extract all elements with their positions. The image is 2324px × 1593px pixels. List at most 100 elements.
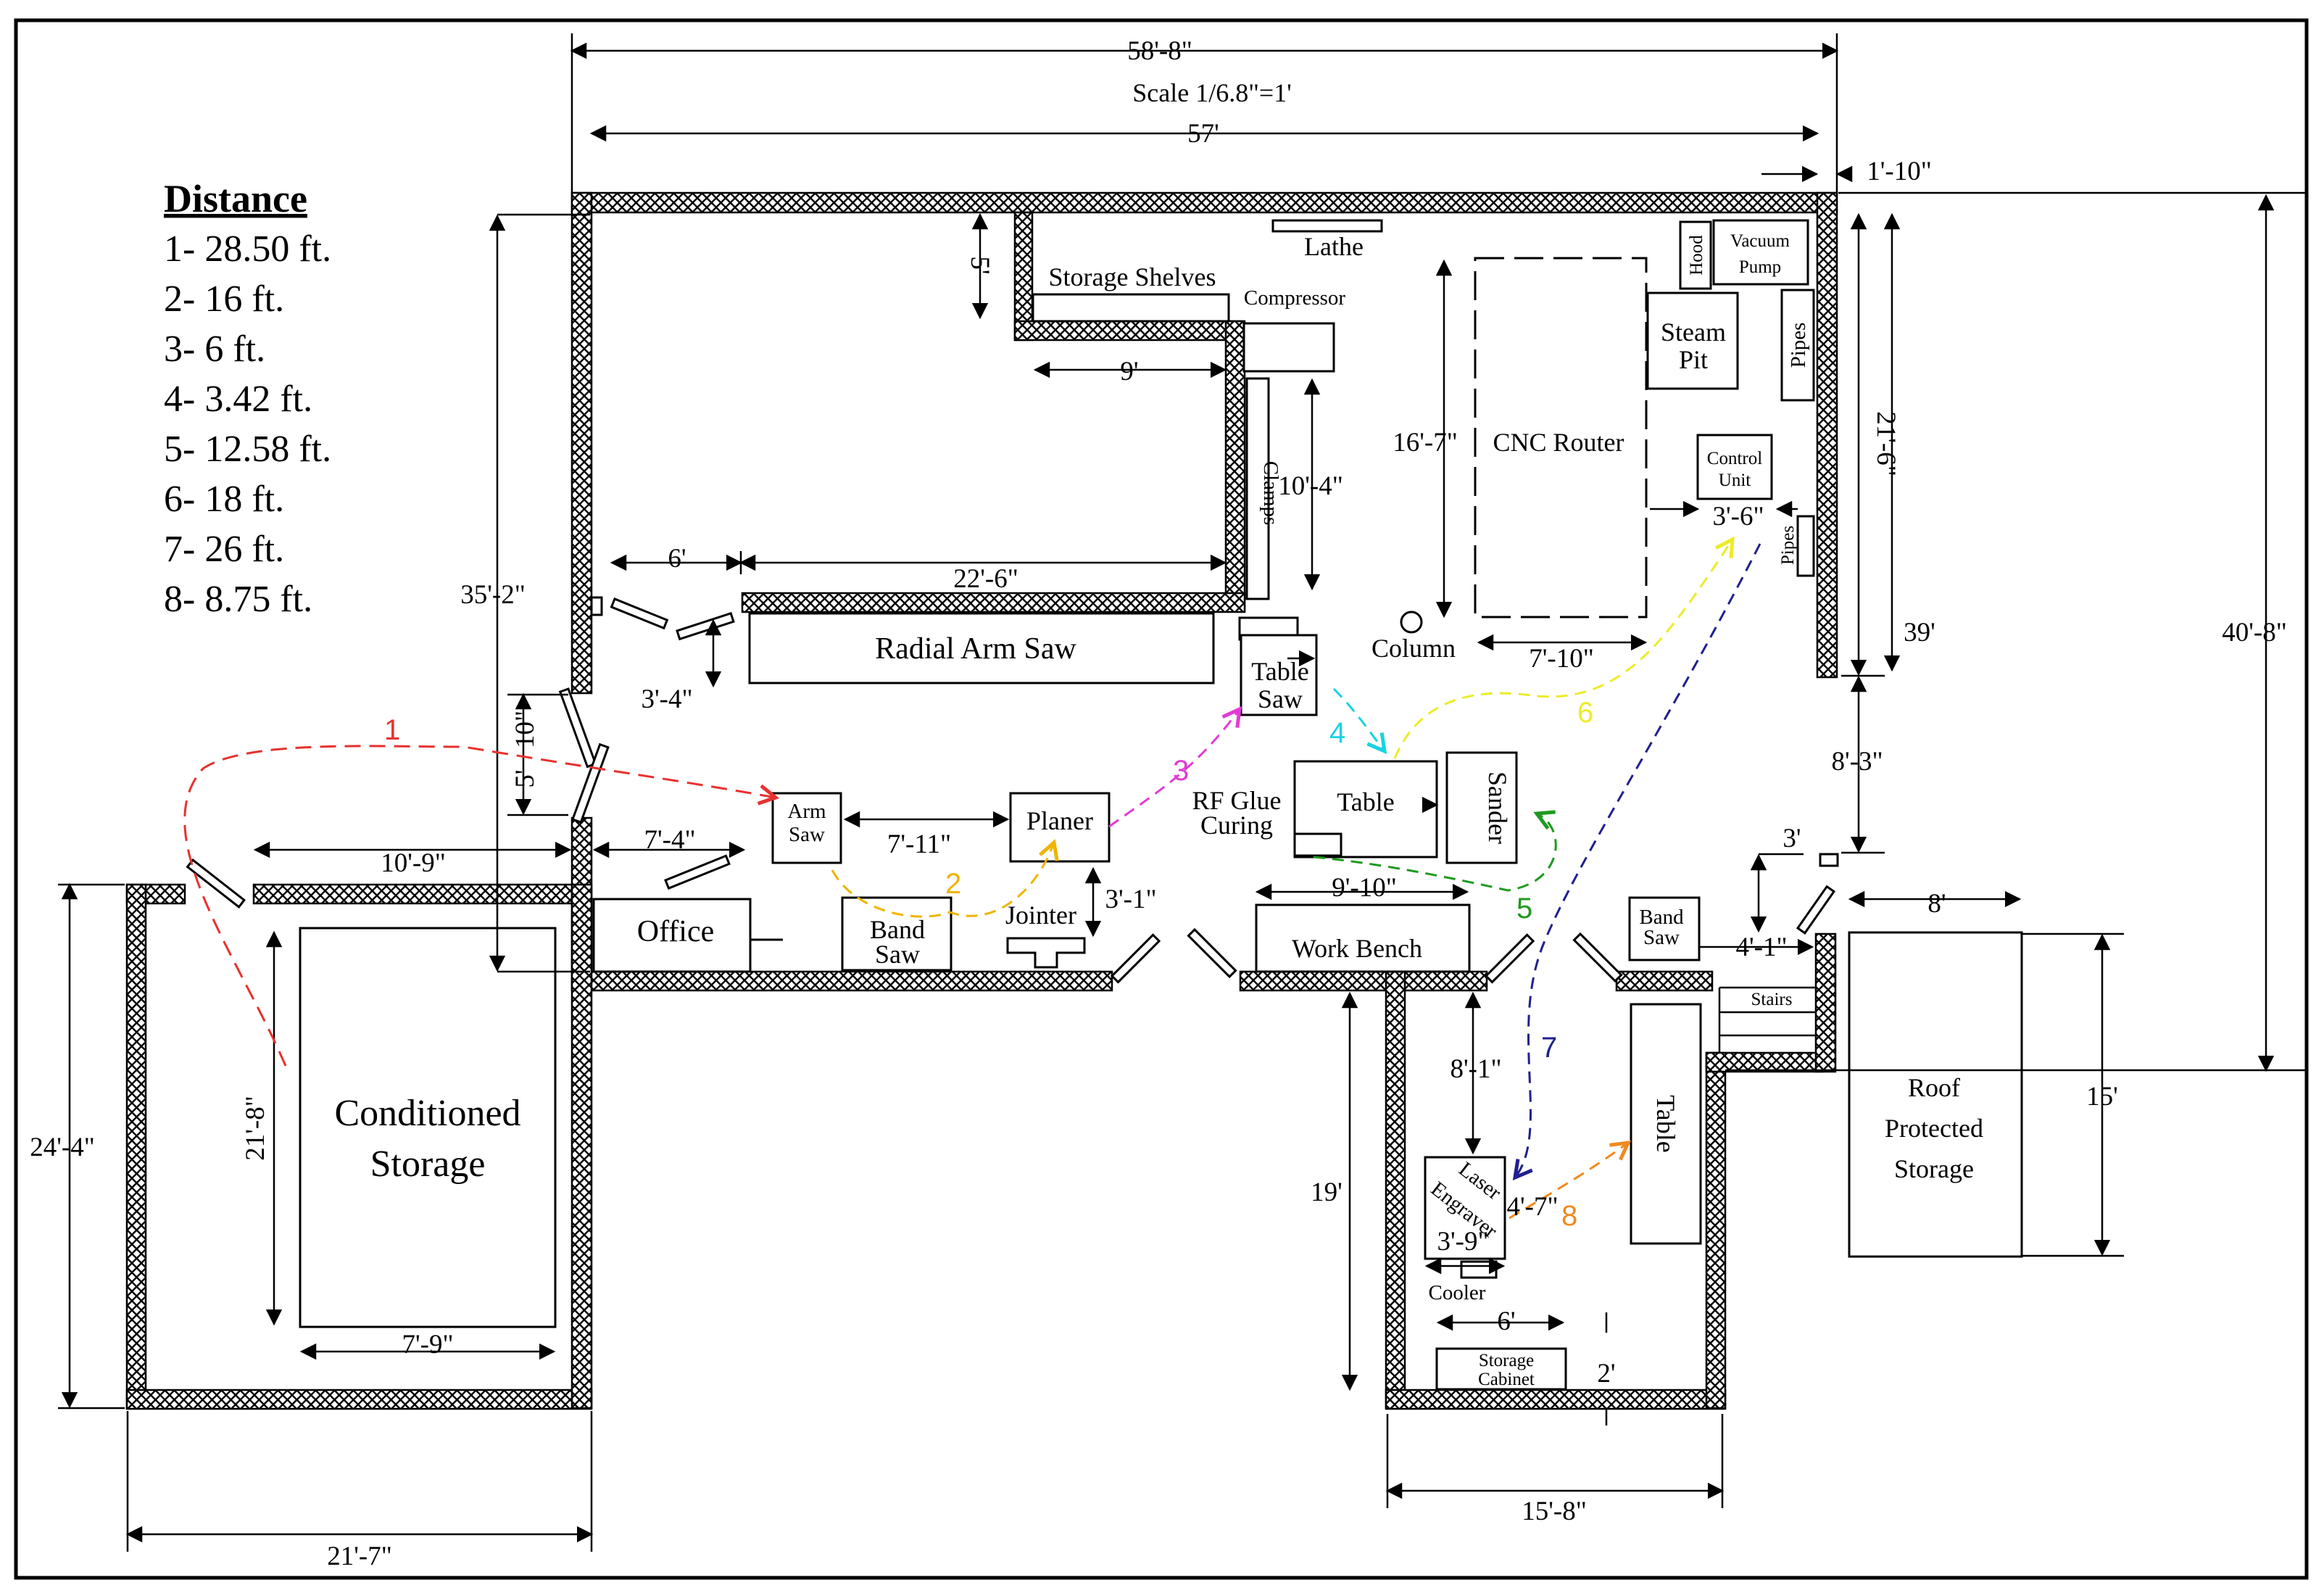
dim-label: 8'-1" xyxy=(1450,1054,1501,1084)
rf-glue-curing-label: RF Glue xyxy=(1192,786,1281,815)
band-saw-right-label: Saw xyxy=(1643,926,1680,949)
stairs-label: Stairs xyxy=(1751,990,1793,1009)
cnc-router-label: CNC Router xyxy=(1493,428,1624,457)
room-roof-storage: Storage xyxy=(1894,1154,1974,1183)
dim-label: 5' xyxy=(965,256,995,274)
dim-label: 4'-1" xyxy=(1735,932,1787,962)
room-conditioned-storage: Conditioned xyxy=(334,1093,520,1134)
dim-label: 22'-6" xyxy=(953,564,1018,594)
path-number-5: 5 xyxy=(1516,893,1532,924)
storage-cabinet-label: Cabinet xyxy=(1478,1370,1535,1389)
dim-label: 16'-7" xyxy=(1393,428,1458,458)
room-roof-storage: Roof xyxy=(1908,1073,1960,1102)
dim-label: 3'-6" xyxy=(1712,502,1764,531)
dim-label: 6' xyxy=(668,544,686,574)
dimension-labels: 1'-10" 5' 9' 10'-4" 16'-7" 21'-6" 3'-6" … xyxy=(30,157,2287,1571)
path-number-3: 3 xyxy=(1173,755,1189,787)
radial-arm-saw-label: Radial Arm Saw xyxy=(875,632,1076,666)
room-office: Office xyxy=(637,915,715,948)
dim-label: 3' xyxy=(1783,824,1801,853)
storage-cabinet-label: Storage xyxy=(1479,1351,1534,1370)
legend: Distance 1- 28.50 ft. 2- 16 ft. 3- 6 ft.… xyxy=(164,177,331,620)
jointer-label: Jointer xyxy=(1005,901,1076,930)
band-saw-right-label: Band xyxy=(1639,906,1684,929)
table-saw-label: Saw xyxy=(1258,684,1303,713)
planer-label: Planer xyxy=(1026,806,1093,835)
legend-title: Distance xyxy=(164,177,307,220)
dim-label: 8' xyxy=(1927,889,1946,919)
legend-item: 4- 3.42 ft. xyxy=(164,378,312,420)
band-saw-label: Saw xyxy=(875,940,920,969)
pipes-label: Pipes xyxy=(1778,526,1798,565)
table-saw-label: Table xyxy=(1251,657,1308,686)
compressor-label: Compressor xyxy=(1244,286,1346,310)
legend-item: 7- 26 ft. xyxy=(164,529,284,570)
dim-label: 9'-10" xyxy=(1332,873,1397,903)
dim-label: 1'-10" xyxy=(1867,157,1932,186)
legend-item: 2- 16 ft. xyxy=(164,278,284,320)
path-number-8: 8 xyxy=(1561,1200,1577,1232)
arm-saw-label: Saw xyxy=(789,823,825,846)
path-number-2: 2 xyxy=(945,868,961,900)
dim-label: 19' xyxy=(1311,1178,1342,1207)
table-label: Table xyxy=(1337,787,1394,816)
room-roof-storage: Protected xyxy=(1885,1114,1983,1143)
dim-label: 21'-8" xyxy=(241,1096,270,1161)
rf-glue-curing-label: Curing xyxy=(1200,811,1273,840)
column-symbol xyxy=(1400,611,1423,634)
dim-label: 10'-4" xyxy=(1278,471,1343,501)
dim-label: 3'-1" xyxy=(1105,885,1156,914)
room-labels: Conditioned Storage Office Roof Protecte… xyxy=(334,915,1983,1185)
legend-item: 3- 6 ft. xyxy=(164,328,265,370)
cooler-label: Cooler xyxy=(1429,1281,1486,1304)
dim-label: 5' xyxy=(510,769,540,787)
walls xyxy=(125,191,1838,1410)
dim-label: 3'-9" xyxy=(1437,1227,1488,1257)
path-number-1: 1 xyxy=(384,714,400,746)
sander-label: Sander xyxy=(1483,771,1512,844)
dim-label: 40'-8" xyxy=(2222,618,2287,647)
arm-saw-label: Arm xyxy=(787,800,826,823)
vacuum-pump-label: Pump xyxy=(1739,257,1781,277)
path-number-6: 6 xyxy=(1577,697,1593,729)
dim-label: 9' xyxy=(1120,357,1138,386)
path-5 xyxy=(1313,814,1557,892)
path-3 xyxy=(1108,709,1240,828)
clamps-label: Clamps xyxy=(1259,461,1282,526)
dim-label: 6' xyxy=(1497,1307,1515,1336)
movement-paths xyxy=(183,539,1761,1220)
path-numbers: 1 2 3 4 5 6 7 8 xyxy=(384,697,1593,1232)
dim-label: 7'-9" xyxy=(402,1330,453,1360)
dim-label: 39' xyxy=(1904,618,1935,647)
equipment-shapes xyxy=(299,219,2023,1391)
path-1 xyxy=(183,745,776,1067)
equipment-labels: Lathe Storage Shelves Compressor Hood Va… xyxy=(787,231,1810,1389)
dim-label: 21'-6" xyxy=(1871,411,1901,476)
doors xyxy=(186,596,1836,984)
dim-label: 8'-3" xyxy=(1831,747,1883,777)
table-right-label: Table xyxy=(1651,1095,1680,1152)
legend-item: 8- 8.75 ft. xyxy=(164,579,312,620)
dim-label: 35'-2" xyxy=(460,580,526,610)
dim-label: 10" xyxy=(510,711,540,748)
page-frame xyxy=(14,18,2309,1580)
steam-pit-label: Steam xyxy=(1661,318,1726,347)
control-unit-label: Control xyxy=(1707,449,1762,468)
dim-label: 21'-7" xyxy=(327,1542,392,1571)
room-conditioned-storage: Storage xyxy=(370,1143,486,1185)
dim-label: 24'-4" xyxy=(30,1133,95,1162)
dim-label: 2' xyxy=(1597,1359,1615,1389)
dim-label: 10'-9" xyxy=(381,848,446,878)
dim-label: 15' xyxy=(2086,1082,2118,1112)
overall-width: 58'-8" xyxy=(1127,36,1192,66)
pipes-label: Pipes xyxy=(1787,323,1810,368)
dim-label: 7'-11" xyxy=(887,829,951,859)
work-bench-label: Work Bench xyxy=(1292,934,1422,963)
storage-shelves-label: Storage Shelves xyxy=(1049,262,1216,291)
steam-pit-label: Pit xyxy=(1679,345,1708,374)
dim-label: 4'-7" xyxy=(1506,1192,1558,1222)
path-number-4: 4 xyxy=(1329,717,1345,749)
inner-width: 57' xyxy=(1187,119,1219,149)
dim-label: 3'-4" xyxy=(641,684,692,714)
